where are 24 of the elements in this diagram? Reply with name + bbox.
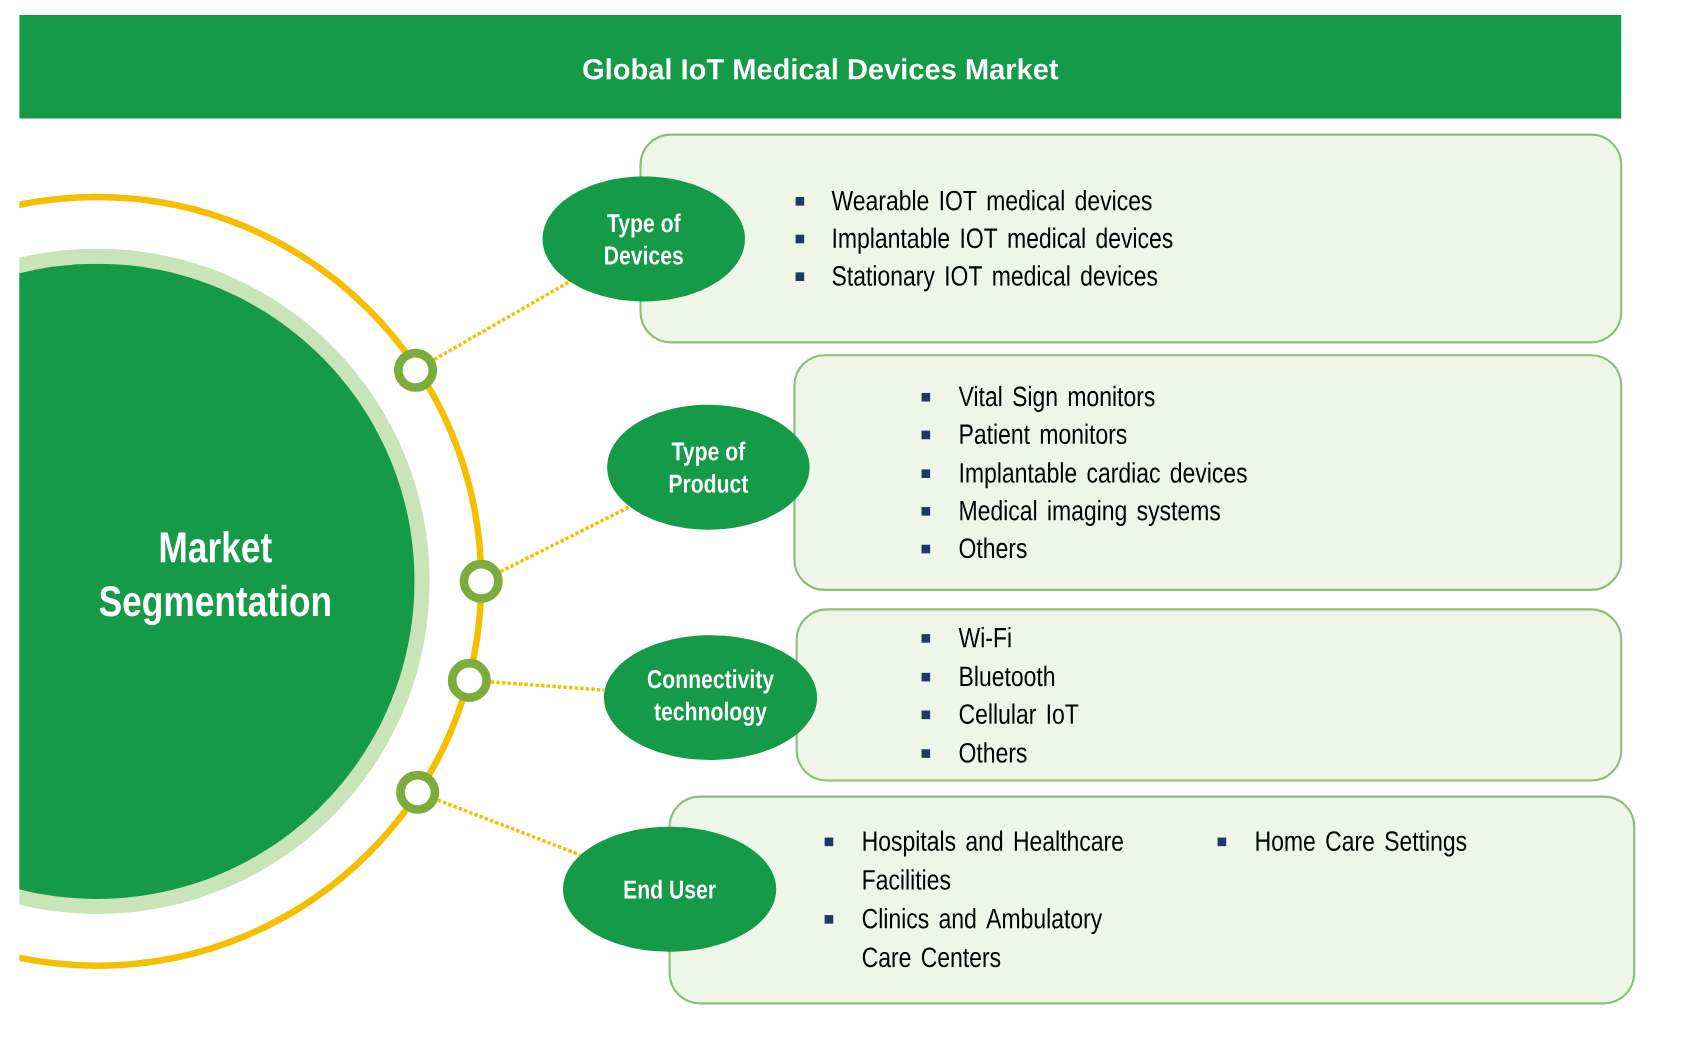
bullet-item: Wi-Fi: [921, 627, 1011, 648]
bullet-item: Wearable IOT medical devices: [795, 190, 1152, 211]
bullet-item: Others: [921, 742, 1027, 763]
bullet-item: Clinics and Ambulatory Care Centers: [824, 908, 1103, 968]
bullet-item: Medical imaging systems: [921, 500, 1220, 527]
bullet-item: Hospitals and Healthcare Facilities: [824, 830, 1123, 890]
connector-line: [437, 798, 581, 857]
bullet-item: Bluetooth: [921, 665, 1055, 687]
ring-marker: [459, 560, 503, 604]
title-bar: Global IoT Medical Devices Market: [19, 15, 1622, 119]
ring-marker: [394, 349, 438, 393]
bullet-item: Patient monitors: [921, 423, 1127, 445]
connector-line: [433, 280, 571, 362]
ring-marker: [447, 659, 491, 703]
bullet-item: Implantable IOT medical devices: [795, 227, 1173, 254]
bullet-item: Cellular IoT: [921, 703, 1079, 725]
bullet-item: Stationary IOT medical devices: [795, 265, 1158, 292]
bullet-item: Vital Sign monitors: [921, 386, 1155, 413]
bullet-item: Others: [921, 537, 1027, 559]
connector-line: [499, 505, 631, 574]
connector-line: [490, 680, 605, 692]
bullet-item: Implantable cardiac devices: [921, 462, 1247, 489]
ring-marker: [396, 771, 440, 815]
bullet-item: Home Care Settings: [1217, 830, 1467, 857]
